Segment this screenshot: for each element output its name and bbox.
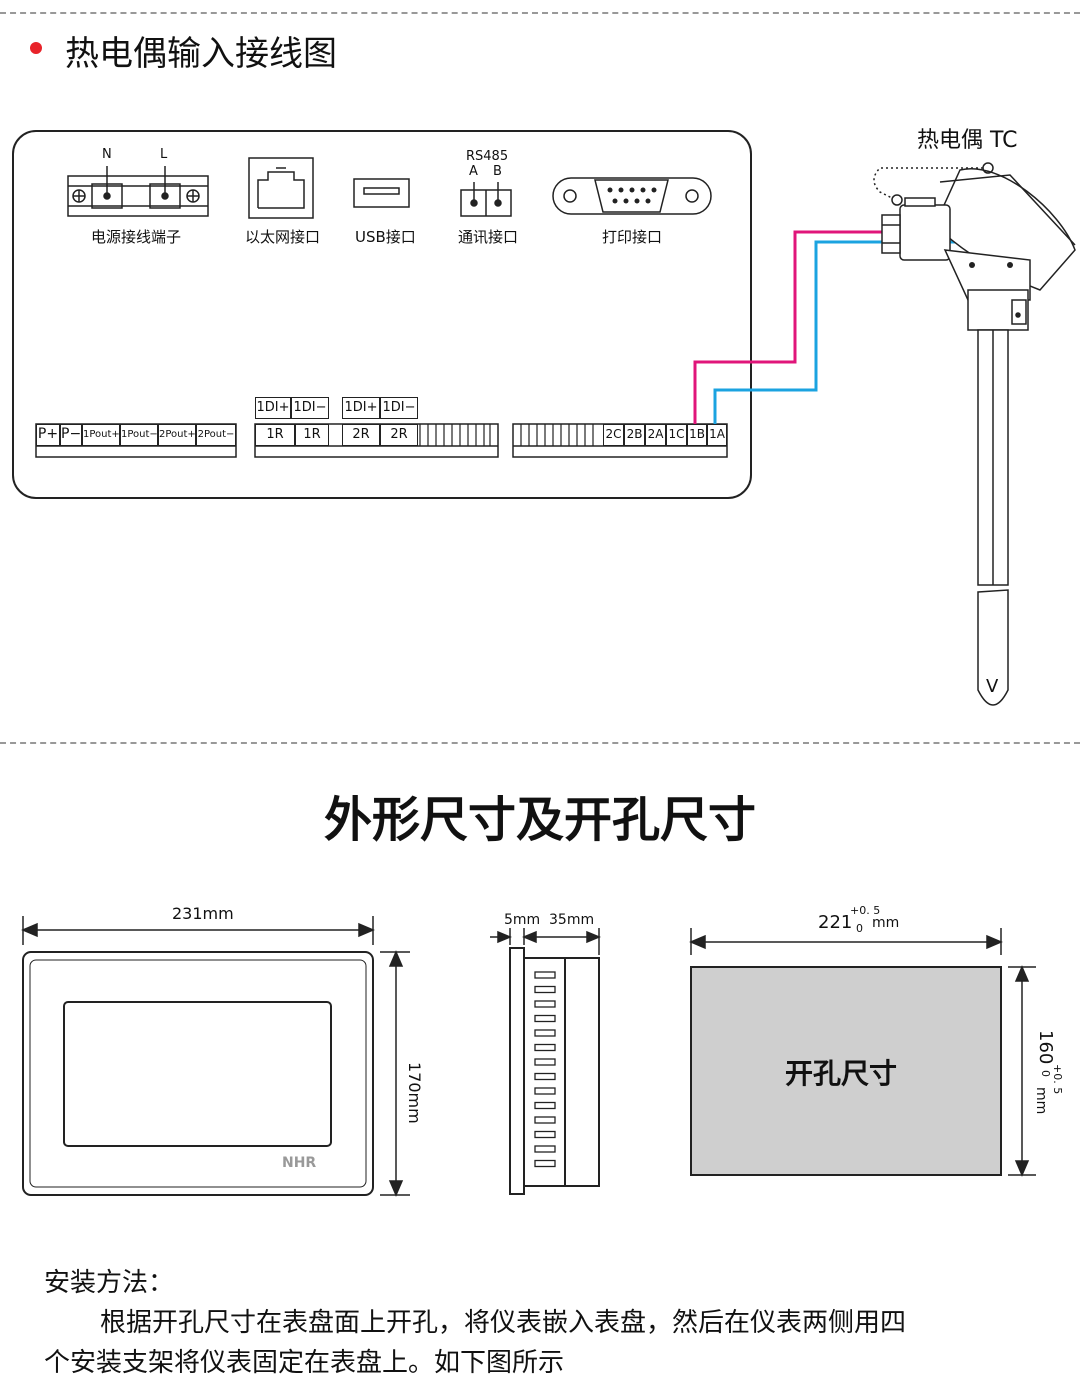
terminal-label: 2R bbox=[342, 424, 380, 446]
vent-slot bbox=[534, 1000, 556, 1008]
cutout-height-tolerance-lower: 0 bbox=[1039, 1070, 1052, 1077]
front-height-label: 170mm bbox=[405, 1062, 424, 1124]
terminal-label: 2B bbox=[624, 424, 645, 446]
cutout-width-dimension bbox=[689, 928, 1003, 955]
cutout-area bbox=[690, 966, 1002, 1176]
cutout-width-tolerance-upper: +0. 5 bbox=[850, 904, 881, 917]
terminal-label: 2C bbox=[603, 424, 624, 446]
terminal-label: P− bbox=[60, 424, 82, 446]
terminal-label: 1Pout− bbox=[120, 424, 158, 446]
vent-slot bbox=[534, 971, 556, 979]
install-line-1: 根据开孔尺寸在表盘面上开孔，将仪表嵌入表盘，然后在仪表两侧用四 bbox=[100, 1308, 907, 1338]
vent-slot bbox=[534, 1159, 556, 1168]
terminal-label: 2A bbox=[645, 424, 666, 446]
thermocouple-probe-icon bbox=[873, 162, 1076, 706]
vent-slot bbox=[534, 1014, 556, 1023]
bullet-icon bbox=[30, 42, 42, 54]
middle-divider bbox=[0, 742, 1080, 744]
terminal-label: 1B bbox=[687, 424, 707, 446]
cutout-width-label: 221 bbox=[818, 912, 853, 933]
cutout-width-tolerance-lower: 0 bbox=[856, 922, 863, 935]
vent-slot bbox=[534, 1101, 556, 1110]
vent-slot bbox=[534, 1116, 556, 1124]
di-label: 1DI+ bbox=[342, 397, 380, 419]
side-thickness-dimension bbox=[490, 928, 601, 955]
terminal-label: P+ bbox=[36, 424, 60, 446]
terminal-filler-slots bbox=[419, 424, 594, 446]
install-heading: 安装方法： bbox=[44, 1268, 175, 1298]
power-terminal-icon bbox=[67, 166, 209, 217]
cutout-width-unit: mm bbox=[872, 915, 900, 931]
vent-slot bbox=[534, 1058, 556, 1066]
thermocouple-label: 热电偶 TC bbox=[917, 128, 1018, 153]
cutout-height-dimension bbox=[1008, 965, 1036, 1177]
section-title-dimensions: 外形尺寸及开孔尺寸 bbox=[323, 792, 756, 848]
front-height-dimension bbox=[380, 950, 410, 1197]
di-label: 1DI− bbox=[291, 397, 329, 419]
front-width-label: 231mm bbox=[172, 904, 234, 923]
instrument-back-panel bbox=[12, 130, 752, 499]
power-terminal-label: 电源接线端子 bbox=[91, 228, 182, 246]
power-n-label: N bbox=[102, 147, 112, 162]
cutout-label: 开孔尺寸 bbox=[785, 1057, 898, 1090]
di-label: 1DI− bbox=[380, 397, 418, 419]
terminal-label: 2Pout− bbox=[196, 424, 236, 446]
side-view-outline bbox=[509, 947, 600, 1195]
ethernet-port-icon bbox=[248, 157, 314, 219]
terminal-label: 2Pout+ bbox=[158, 424, 196, 446]
rs485-a-label: A bbox=[469, 164, 478, 179]
top-divider bbox=[0, 12, 1080, 14]
terminal-label: 1A bbox=[707, 424, 727, 446]
usb-label: USB接口 bbox=[355, 228, 416, 246]
vent-slot bbox=[534, 985, 556, 994]
thermocouple-tip-label: V bbox=[986, 676, 999, 697]
print-port-label: 打印接口 bbox=[602, 228, 663, 246]
brand-logo: NHR bbox=[282, 1155, 317, 1171]
terminal-label: 1R bbox=[295, 424, 329, 446]
section-title-wiring: 热电偶输入接线图 bbox=[65, 34, 337, 74]
terminal-label: 2R bbox=[380, 424, 418, 446]
blue-wire bbox=[713, 240, 976, 424]
cutout-height-tolerance-upper: +0. 5 bbox=[1051, 1064, 1064, 1095]
terminal-label: 1Pout+ bbox=[82, 424, 120, 446]
rs485-b-label: B bbox=[493, 164, 502, 179]
rs485-port-icon bbox=[460, 182, 512, 217]
vent-slot bbox=[534, 1145, 556, 1153]
side-depth-label: 35mm bbox=[549, 912, 595, 928]
di-label: 1DI+ bbox=[255, 397, 291, 419]
vent-slot bbox=[534, 1043, 556, 1052]
print-port-icon bbox=[552, 177, 712, 215]
cutout-height-unit: mm bbox=[1033, 1087, 1049, 1115]
terminal-label: 1R bbox=[255, 424, 295, 446]
power-l-label: L bbox=[160, 147, 168, 162]
side-view-vents bbox=[534, 971, 556, 1168]
install-line-2: 个安装支架将仪表固定在表盘上。如下图所示 bbox=[44, 1348, 565, 1378]
terminal-label: 1C bbox=[666, 424, 687, 446]
vent-slot bbox=[534, 1087, 556, 1095]
front-view-outline bbox=[22, 951, 374, 1196]
side-thickness-label: 5mm bbox=[504, 912, 541, 928]
cutout-height-label: 160 bbox=[1035, 1030, 1056, 1065]
rs485-label: RS485 bbox=[466, 149, 509, 164]
usb-port-icon bbox=[353, 178, 410, 208]
vent-slot bbox=[534, 1072, 556, 1081]
ethernet-label: 以太网接口 bbox=[245, 228, 321, 246]
vent-slot bbox=[534, 1130, 556, 1139]
comm-port-label: 通讯接口 bbox=[458, 228, 519, 246]
front-width-dimension bbox=[21, 916, 375, 945]
vent-slot bbox=[534, 1029, 556, 1037]
